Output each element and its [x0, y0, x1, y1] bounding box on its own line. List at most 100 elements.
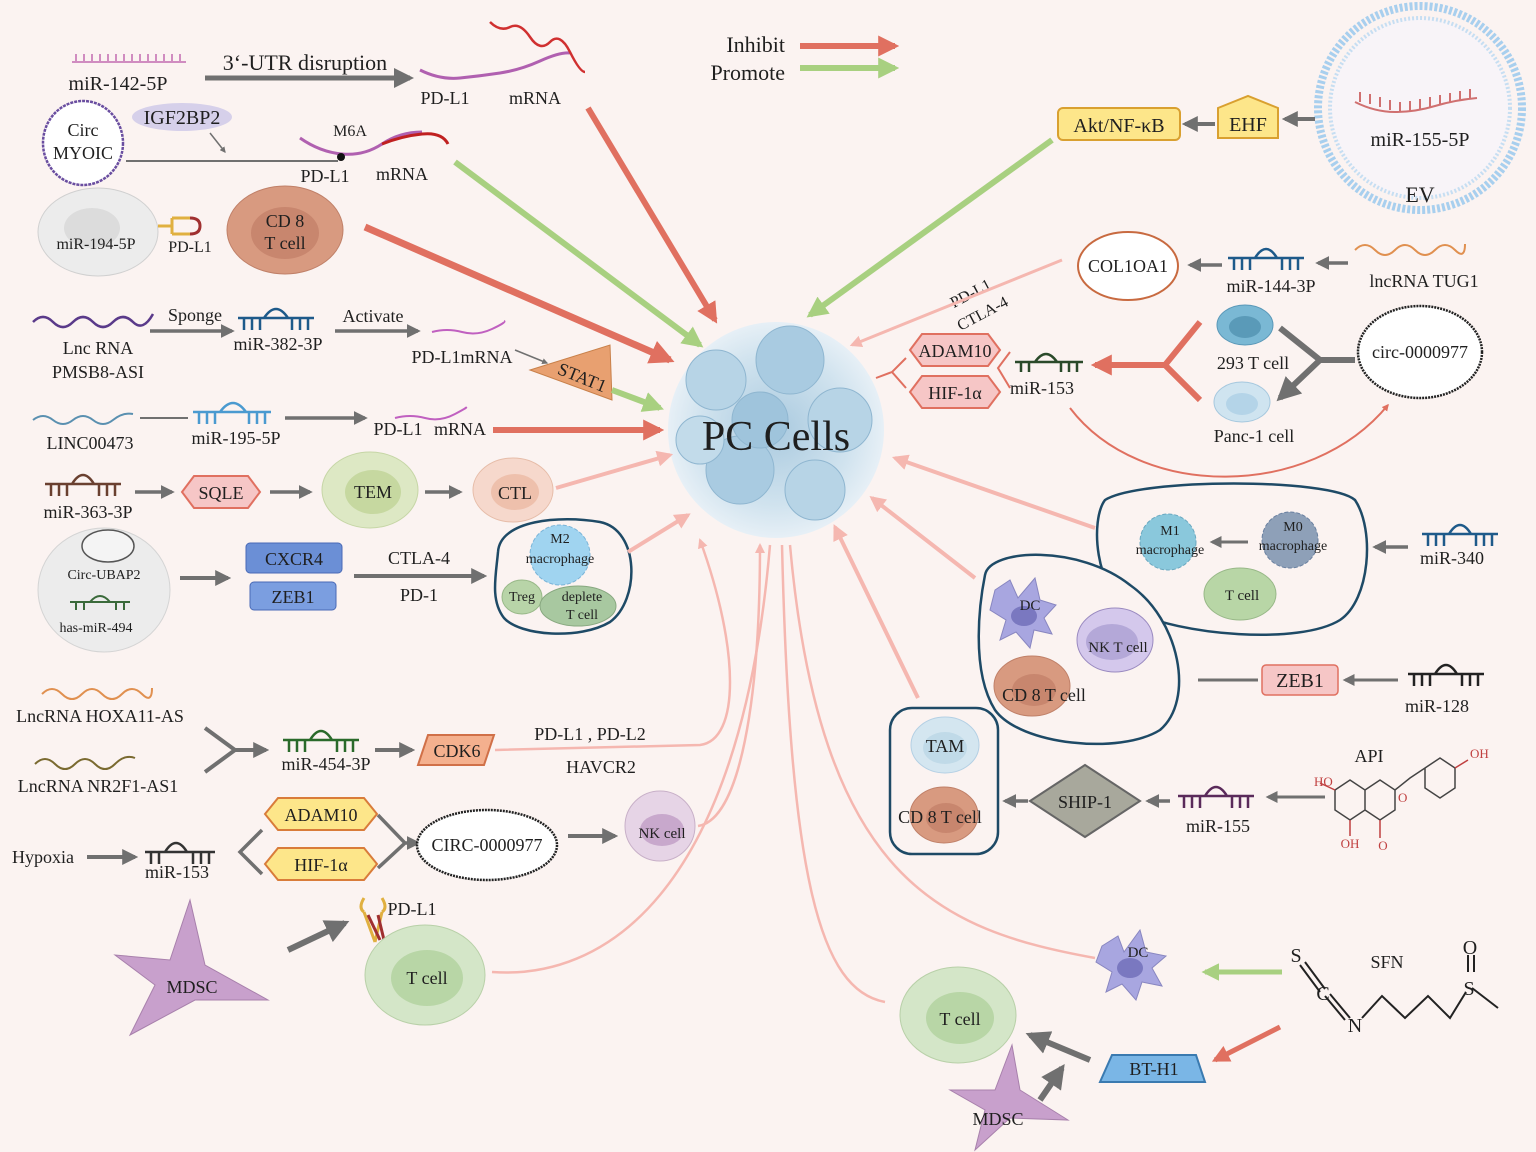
- mir153-right-label: miR-153: [1010, 378, 1074, 398]
- circ-myoic-ring-icon: [41, 99, 125, 187]
- mir382-hairpin-icon: [238, 307, 314, 330]
- cd8-label-1: CD 8: [266, 211, 305, 231]
- mrna-label-b: mRNA: [376, 164, 428, 184]
- pdl1-receptor-icon: [189, 216, 202, 236]
- api-ho-1: HO: [1314, 774, 1333, 789]
- sfn-atom-s1: S: [1290, 945, 1301, 967]
- pdl1-mrna-strand-b-icon: [299, 130, 423, 156]
- circ-ubap2-label: Circ-UBAP2: [67, 568, 140, 583]
- linc473-label: LINC00473: [47, 433, 134, 453]
- pdl1mrna-label: PD-L1mRNA: [411, 347, 512, 367]
- ctl-label: CTL: [498, 483, 532, 503]
- tcell-right-top-icon: [1203, 567, 1277, 621]
- m2-macrophage-icon: [529, 524, 591, 586]
- mrna-label-d: mRNA: [434, 419, 486, 439]
- mir382-label: miR-382-3P: [233, 334, 322, 354]
- hoxa11-strand-icon: [41, 687, 153, 700]
- linc473-strand-icon: [32, 412, 134, 425]
- stat1-triangle: [528, 344, 613, 401]
- nkt-label: NK T cell: [1088, 640, 1147, 656]
- igf2bp2-arrow: [209, 132, 226, 153]
- m1-macrophage-icon: [1139, 513, 1197, 571]
- row-circ977-right: circ-0000977 293 T cell Panc-1 cell miR-…: [875, 304, 1484, 478]
- mir195-hairpin-icon: [193, 401, 271, 424]
- api-label: API: [1354, 746, 1383, 766]
- mdsc-left-icon: [113, 898, 270, 1037]
- adam10-right-badge: [908, 333, 1002, 367]
- ctla4-label: CTLA-4: [388, 548, 450, 568]
- m6a-site-icon: [337, 153, 345, 161]
- row-hoxa11: LncRNA HOXA11-AS LncRNA NR2F1-AS1 miR-45…: [16, 538, 732, 796]
- zeb1-label: ZEB1: [272, 587, 315, 607]
- api-o-2: O: [1398, 790, 1407, 805]
- utr-disruption-label: 3‘-UTR disruption: [223, 50, 387, 75]
- tem-label: TEM: [354, 482, 392, 502]
- adam10-left-label: ADAM10: [284, 805, 357, 825]
- row-mdsc-left: MDSC PD-L1 T cell: [113, 544, 772, 1037]
- tcell-left-label: T cell: [406, 968, 447, 988]
- havcr2-label: HAVCR2: [566, 757, 636, 777]
- mir340-hairpin-icon: [1422, 523, 1498, 546]
- sfn-structure-icon: S C N S O: [1290, 937, 1499, 1037]
- row-linc473: LINC00473 miR-195-5P PD-L1 mRNA: [32, 401, 665, 453]
- mir142-inhibit-arrow: [585, 106, 718, 324]
- mir155-bottom-label: miR-155: [1186, 816, 1250, 836]
- pdl1-mrna-strand-icon: [419, 51, 571, 80]
- circ-myoic-promote-arrow: [453, 159, 704, 348]
- nr2f1-strand-icon: [34, 755, 136, 770]
- api-oh-2: OH: [1341, 836, 1360, 851]
- col10a1-label: COL1OA1: [1088, 256, 1168, 276]
- zeb1-right-label: ZEB1: [1276, 670, 1324, 692]
- circ-myoic-label-2: MYOIC: [53, 143, 113, 163]
- legend-promote-label: Promote: [710, 60, 785, 85]
- mir454-label: miR-454-3P: [281, 754, 370, 774]
- api-oh-1: OH: [1470, 746, 1489, 761]
- cdk6-label: CDK6: [433, 741, 480, 761]
- hif1a-left-badge: [263, 847, 379, 881]
- pdl1-e-label: PD-L1: [388, 899, 437, 919]
- hif1a-right-badge: [908, 375, 1002, 409]
- col10a1-node: [1077, 231, 1179, 301]
- sfn-atom-s2: S: [1463, 978, 1474, 1000]
- nr2f1-label: LncRNA NR2F1-AS1: [18, 776, 179, 796]
- tcell-right-top-label: T cell: [1225, 588, 1259, 604]
- hypoxia-label: Hypoxia: [12, 847, 74, 867]
- dc-label: DC: [1020, 598, 1041, 614]
- cd8-inhibit-arrow: [363, 223, 675, 364]
- ev-vesicle-icon: [1314, 2, 1526, 214]
- igf2bp2-badge: [132, 103, 232, 131]
- igf2bp2-label: IGF2BP2: [144, 107, 221, 129]
- mir340-label: miR-340: [1420, 548, 1484, 568]
- sfn-label: SFN: [1370, 952, 1403, 972]
- row-tam: TAM CD 8 T cell SHIP-1 miR-155 HO OH OH …: [833, 524, 1489, 856]
- t293-label: 293 T cell: [1217, 353, 1289, 373]
- row-pmsb8: Lnc RNA PMSB8-ASI Sponge miR-382-3P Acti…: [32, 305, 664, 412]
- mir153-left-label: miR-153: [145, 862, 209, 882]
- row-ev: miR-155-5P EV EHF Akt/NF-κB: [806, 2, 1526, 318]
- pmsb8-label: PMSB8-ASI: [52, 362, 144, 382]
- stat1-promote-arrow: [610, 387, 664, 412]
- activate-label: Activate: [343, 306, 404, 326]
- ev-label: EV: [1405, 182, 1434, 207]
- nk-cell-left-label: NK cell: [638, 826, 685, 842]
- circ977-left-ring-icon: [415, 808, 559, 882]
- pdl1-mrna-strand-c-icon: [431, 320, 506, 335]
- row-col10a1: lncRNA TUG1 miR-144-3P COL1OA1 PD-L1 CTL…: [849, 231, 1479, 347]
- has-mir494-label: has-miR-494: [59, 621, 132, 636]
- ctl-arrow: [555, 450, 674, 490]
- pdl1-left-receptor-icon: [366, 914, 386, 941]
- sqle-badge: [180, 475, 262, 509]
- sfn-inhibit-arrow: [1211, 1024, 1282, 1063]
- sfn-atom-c: C: [1316, 983, 1329, 1005]
- deplete-label-2: T cell: [566, 608, 598, 623]
- row-mir194: miR-194-5P PD-L1 CD 8 T cell: [37, 185, 675, 364]
- bth1-badge: [1098, 1054, 1207, 1083]
- sqle-label: SQLE: [199, 483, 244, 503]
- row-sfn: DC S C N S O SFN BT-H1 T cell MDSC: [780, 544, 1499, 1152]
- cd8-label-2: T cell: [264, 233, 305, 253]
- ev-mir155-strand-icon: [1354, 89, 1478, 114]
- ship1-diamond: [1028, 763, 1142, 839]
- pdl1-label-d: PD-L1: [374, 419, 423, 439]
- adam10-right-label: ADAM10: [918, 341, 991, 361]
- ship1-label: SHIP-1: [1058, 792, 1112, 812]
